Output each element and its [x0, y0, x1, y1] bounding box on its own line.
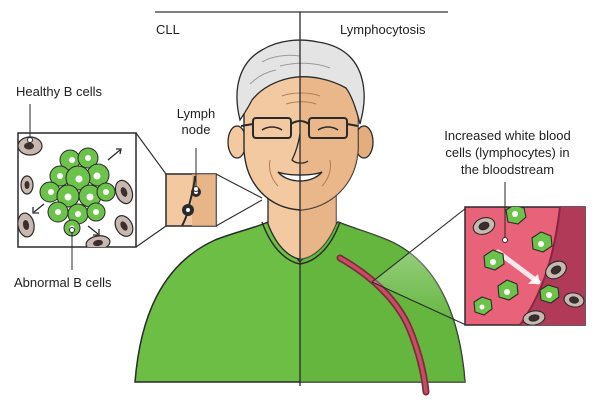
bone-marrow-zoom-box [17, 104, 137, 270]
forehead-lines [281, 92, 321, 105]
zoom-line-neck-bottom [215, 199, 263, 227]
wbc-label-line2: cells (lymphocytes) in [445, 145, 570, 160]
bloodstream-zoom-box [464, 182, 586, 326]
face-shade-right [300, 58, 358, 210]
lymph-node-label-line2: node [181, 122, 211, 137]
lymph-node-label-line1: Lymph [176, 106, 216, 121]
healthy-cell-leader-dot [27, 137, 33, 143]
spread-arrows [32, 148, 122, 236]
healthy-b-cell-icon [18, 136, 134, 247]
zoom-line-left-bottom [135, 225, 167, 248]
zoom-line-left-top [135, 132, 167, 175]
eye-right [317, 126, 339, 131]
lymph-node-leader-dot [193, 186, 199, 192]
header-right-title: Lymphocytosis [340, 22, 426, 37]
wbc-label-line1: Increased white blood [444, 128, 571, 143]
zoom-line-right-top [371, 207, 467, 283]
hair-strands [249, 54, 331, 85]
flow-arrow [495, 249, 541, 285]
hair [236, 39, 365, 125]
abnormal-b-cells-label: Abnormal B cells [14, 275, 112, 290]
blood-vessel-cord-inner [338, 256, 428, 394]
lymphocyte-icon [473, 207, 560, 316]
zoom-line-right-bottom [371, 281, 467, 326]
nose [291, 133, 309, 164]
eye-left [261, 126, 283, 131]
smile-lines [269, 159, 331, 187]
zoom-line-neck-top [215, 173, 263, 199]
abnormal-cell-leader-dot [69, 227, 75, 233]
zoom-cone-right [372, 208, 466, 325]
bloodstream-leader-dot [502, 237, 508, 243]
wbc-label-line3: the bloodstream [460, 162, 555, 177]
healthy-b-cells-label: Healthy B cells [16, 84, 102, 99]
lymph-node-zoom-box [165, 148, 217, 227]
header-left-title: CLL [156, 22, 180, 37]
